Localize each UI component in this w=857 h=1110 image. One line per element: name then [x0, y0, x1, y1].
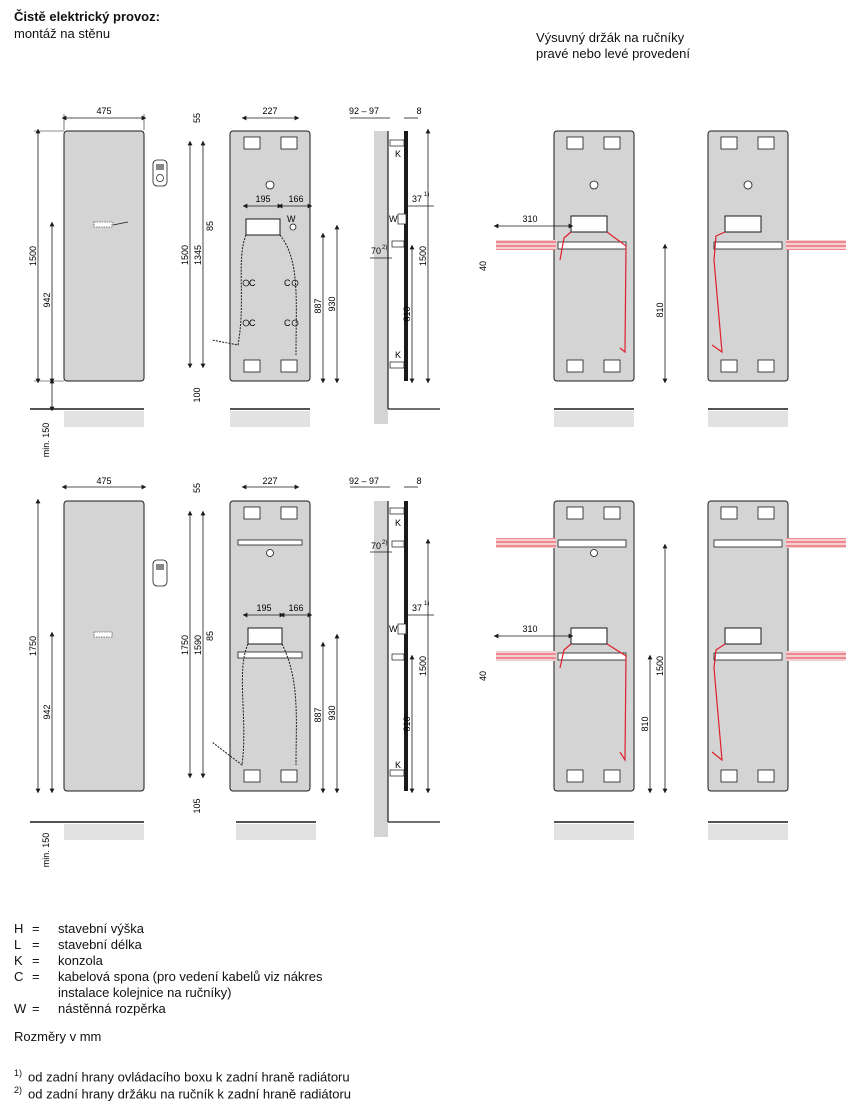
svg-text:930: 930 — [327, 296, 337, 311]
svg-text:227: 227 — [262, 476, 277, 486]
footnote-2: 2)od zadní hrany držáku na ručník k zadn… — [14, 1085, 352, 1102]
control-box-icon — [93, 221, 129, 228]
towel-holder-right-1500: 310 40 810 — [478, 130, 668, 427]
legend-row: K=konzola — [14, 953, 103, 968]
legend-row: instalace kolejnice na ručníky) — [58, 985, 232, 1000]
svg-text:810: 810 — [655, 302, 665, 317]
dim-942: 942 — [42, 292, 52, 307]
towel-holder-left-1750 — [707, 500, 846, 840]
svg-text:92 – 97: 92 – 97 — [349, 476, 379, 486]
svg-text:55: 55 — [192, 483, 202, 493]
svg-text:1590: 1590 — [193, 635, 203, 655]
svg-text:85: 85 — [205, 221, 215, 231]
svg-text:W: W — [389, 214, 398, 224]
front-view-1500: 475 1500 942 min. 150 — [28, 106, 168, 458]
svg-text:37: 37 — [412, 194, 422, 204]
towel-holder-left-1500 — [707, 130, 846, 427]
svg-text:K: K — [395, 760, 401, 770]
svg-text:810: 810 — [640, 716, 650, 731]
svg-text:min. 150: min. 150 — [41, 833, 51, 868]
svg-text:930: 930 — [327, 705, 337, 720]
svg-text:100: 100 — [192, 387, 202, 402]
side-view-1500: K K W 92 – 97 8 37 1) 70 2) 810 1500 — [349, 106, 440, 424]
svg-text:227: 227 — [262, 106, 277, 116]
svg-text:K: K — [395, 149, 401, 159]
units-note: Rozměry v mm — [14, 1029, 102, 1044]
svg-text:K: K — [395, 350, 401, 360]
svg-text:70: 70 — [371, 246, 381, 256]
svg-text:105: 105 — [192, 798, 202, 813]
svg-text:70: 70 — [371, 541, 381, 551]
svg-text:K: K — [395, 518, 401, 528]
svg-text:166: 166 — [288, 194, 303, 204]
svg-text:C: C — [284, 318, 291, 328]
right-heading-line1: Výsuvný držák na ručníky — [536, 30, 685, 45]
svg-text:C: C — [284, 278, 291, 288]
svg-text:55: 55 — [192, 113, 202, 123]
svg-text:8: 8 — [416, 476, 421, 486]
page-subtitle: montáž na stěnu — [14, 26, 111, 41]
back-view-1500: C C C C W 227 55 1500 1345 100 195 166 8… — [180, 106, 340, 427]
svg-text:40: 40 — [478, 261, 488, 271]
svg-text:310: 310 — [522, 214, 537, 224]
legend-row: C=kabelová spona (pro vedení kabelů viz … — [14, 969, 323, 984]
front-view-1750: 475 1750 942 min. 150 — [28, 476, 168, 868]
dim-1500: 1500 — [28, 246, 38, 266]
page-title: Čistě elektrický provoz: — [14, 9, 160, 24]
legend-row: L=stavební délka — [14, 937, 142, 952]
svg-text:2): 2) — [382, 540, 387, 546]
svg-text:1500: 1500 — [180, 245, 190, 265]
right-heading-line2: pravé nebo levé provedení — [536, 46, 690, 61]
svg-text:1500: 1500 — [418, 656, 428, 676]
svg-text:942: 942 — [42, 704, 52, 719]
svg-text:C: C — [249, 278, 256, 288]
svg-text:1750: 1750 — [180, 635, 190, 655]
svg-text:1500: 1500 — [418, 246, 428, 266]
svg-text:887: 887 — [313, 298, 323, 313]
svg-text:1345: 1345 — [193, 245, 203, 265]
svg-text:2): 2) — [382, 245, 387, 251]
svg-text:195: 195 — [255, 194, 270, 204]
svg-text:37: 37 — [412, 603, 422, 613]
svg-text:92 – 97: 92 – 97 — [349, 106, 379, 116]
svg-text:1): 1) — [424, 601, 429, 607]
svg-text:195: 195 — [256, 603, 271, 613]
svg-text:W: W — [287, 214, 296, 224]
svg-text:475: 475 — [96, 476, 111, 486]
svg-text:887: 887 — [313, 707, 323, 722]
svg-text:810: 810 — [402, 716, 412, 731]
remote-control-icon — [152, 159, 168, 187]
side-view-1750: K K W 92 – 97 8 37 1) 70 2) 810 1500 — [349, 476, 440, 837]
dim-475: 475 — [96, 106, 111, 116]
technical-drawing: 475 1500 942 min. 150 — [28, 106, 846, 868]
svg-text:166: 166 — [288, 603, 303, 613]
svg-text:85: 85 — [205, 631, 215, 641]
back-view-1750: 227 55 1750 1590 105 195 166 85 887 930 — [180, 476, 340, 840]
towel-holder-right-1750: 310 40 1500 810 — [478, 500, 668, 840]
svg-text:8: 8 — [416, 106, 421, 116]
svg-text:810: 810 — [402, 306, 412, 321]
svg-text:310: 310 — [522, 624, 537, 634]
dim-min150: min. 150 — [41, 423, 51, 458]
legend-row: H=stavební výška — [14, 921, 144, 936]
svg-text:1750: 1750 — [28, 636, 38, 656]
svg-text:1500: 1500 — [655, 656, 665, 676]
svg-text:W: W — [389, 624, 398, 634]
svg-text:C: C — [249, 318, 256, 328]
svg-text:1): 1) — [424, 192, 429, 198]
legend-row: W=nástěnná rozpěrka — [14, 1001, 166, 1016]
svg-text:40: 40 — [478, 671, 488, 681]
footnote-1: 1)od zadní hrany ovládacího boxu k zadní… — [14, 1068, 350, 1085]
